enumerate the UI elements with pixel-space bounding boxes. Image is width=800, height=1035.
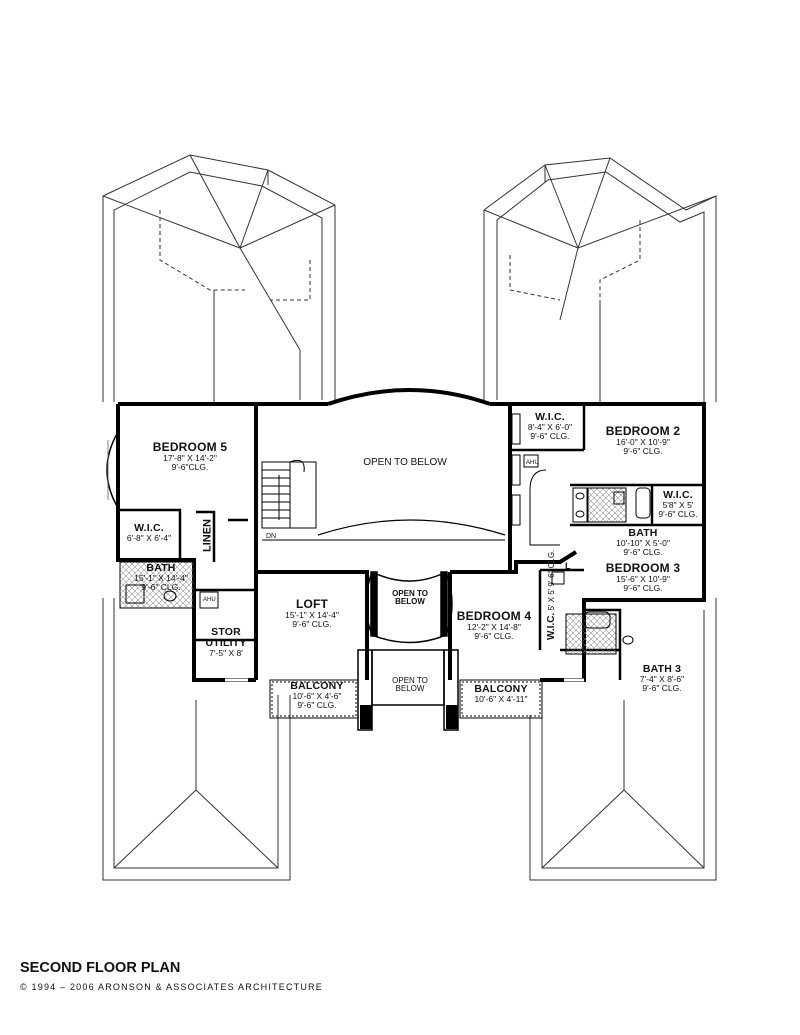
bedroom2-size: 16'-0" X 10'-9" <box>616 436 670 447</box>
bath3-size: 7'-4" X 8'-6" <box>639 674 685 685</box>
roof-left-bottom <box>102 598 291 881</box>
open2-line2: BELOW <box>395 597 425 607</box>
wic1-size: 6'-8" X 6'-4" <box>126 533 172 544</box>
open2-line1: OPEN TO <box>392 589 428 598</box>
wic3-clg: 9'-6" CLG. <box>658 508 698 519</box>
label-loft: LOFT 15'-1" X 14'-4" 9'-6" CLG. <box>270 598 354 628</box>
bath2-floor <box>587 487 627 523</box>
label-bath3: BATH 3 7'-4" X 8'-6" 9'-6" CLG. <box>626 663 698 693</box>
label-bedroom4: BEDROOM 4 12'-2" X 14'-8" 9'-6" CLG. <box>452 610 536 640</box>
label-wic4: W.I.C. 5' X 5' 9'-6" CLG. <box>546 550 557 640</box>
stair <box>261 459 317 529</box>
wic4-name: W.I.C. <box>546 612 557 640</box>
label-bedroom5: BEDROOM 5 17'-8" X 14'-2" 9'-6"CLG. <box>140 441 240 471</box>
bath1-size: 15'-1" X 14'-4" <box>134 573 188 584</box>
balconies <box>269 679 543 719</box>
l-mark: L <box>565 561 571 571</box>
ahu-mark-left: AHU <box>203 597 216 603</box>
label-open3: OPEN TO BELOW <box>378 676 442 694</box>
balcony1-name: BALCONY <box>290 680 344 692</box>
stair-down-mark: DN <box>266 533 277 540</box>
bath2-clg: 9'-6" CLG. <box>623 546 663 557</box>
bay-window <box>106 431 119 509</box>
loft-rail <box>317 519 506 536</box>
utility-name: UTILITY <box>205 637 247 650</box>
bedroom2-name: BEDROOM 2 <box>605 424 681 438</box>
balcony2-name: BALCONY <box>474 683 528 695</box>
wic2-size: 8'-4" X 6'-0" <box>527 422 573 433</box>
bath3-floor <box>565 613 617 655</box>
bath1-name: BATH <box>146 562 176 574</box>
wic3-name: W.I.C. <box>663 489 693 501</box>
label-wic2: W.I.C. 8'-4" X 6'-0" 9'-6" CLG. <box>518 411 582 441</box>
label-balcony2: BALCONY 10'-6" X 4'-11" <box>458 683 544 705</box>
loft-clg: 9'-6" CLG. <box>292 618 332 629</box>
bath1-clg: 9'-6" CLG. <box>141 581 181 592</box>
stor-name: STOR <box>211 626 241 638</box>
balcony2-size: 10'-6" X 4'-11" <box>474 694 528 705</box>
bedroom4-clg: 9'-6" CLG. <box>474 630 514 641</box>
bath3-name: BATH 3 <box>642 663 682 675</box>
ahu-mark-right: AHU <box>526 460 539 466</box>
label-open2: OPEN TO BELOW <box>378 589 442 607</box>
label-balcony1: BALCONY 10'-6" X 4'-6" 9'-6" CLG. <box>272 680 362 710</box>
label-bath1: BATH 15'-1" X 14'-4" 9'-6" CLG. <box>126 562 196 592</box>
bedroom4-name: BEDROOM 4 <box>456 609 532 623</box>
wic1-name: W.I.C. <box>134 522 164 534</box>
bedroom4-size: 12'-2" X 14'-8" <box>467 621 521 632</box>
bedroom3-clg: 9'-6" CLG. <box>623 582 663 593</box>
label-bath2: BATH 10'-10" X 5'-0" 9'-6" CLG. <box>598 527 688 557</box>
bath3-clg: 9'-6" CLG. <box>642 682 682 693</box>
plan-caption: SECOND FLOOR PLAN <box>20 960 181 976</box>
label-bedroom2: BEDROOM 2 16'-0" X 10'-9" 9'-6" CLG. <box>598 425 688 455</box>
label-wic1: W.I.C. 6'-8" X 6'-4" <box>118 522 180 544</box>
wic2-name: W.I.C. <box>535 411 565 423</box>
copyright-notice: © 1994 – 2006 ARONSON & ASSOCIATES ARCHI… <box>20 982 323 992</box>
bath2-name: BATH <box>628 527 658 539</box>
window-marks <box>150 674 584 682</box>
wic4-clg: 9'-6" CLG. <box>547 549 556 587</box>
roof-right-bottom <box>529 598 717 881</box>
balcony1-clg: 9'-6" CLG. <box>297 699 337 710</box>
bedroom2-clg: 9'-6" CLG. <box>623 445 663 456</box>
label-linen: LINEN <box>201 519 214 552</box>
rotunda <box>365 571 453 644</box>
roof-right-top <box>483 157 717 402</box>
interior-walls <box>118 404 704 680</box>
bedroom5-clg: 9'-6"CLG. <box>171 461 209 472</box>
open3-line1: OPEN TO <box>392 676 428 685</box>
wic3-size: 5'8" X 5' <box>662 500 694 511</box>
wic4-size: 5' X 5' <box>547 588 556 611</box>
loft-size: 15'-1" X 14'-4" <box>285 609 339 620</box>
label-bedroom3: BEDROOM 3 15'-6" X 10'-9" 9'-6" CLG. <box>598 562 688 592</box>
loft-name: LOFT <box>295 597 329 611</box>
open3-line2: BELOW <box>395 684 425 694</box>
bedroom3-size: 15'-6" X 10'-9" <box>616 573 670 584</box>
bedroom5-name: BEDROOM 5 <box>152 440 228 454</box>
fixtures <box>125 454 651 645</box>
balcony1-size: 10'-6" X 4'-6" <box>292 691 342 702</box>
label-wic3: W.I.C. 5'8" X 5' 9'-6" CLG. <box>653 489 703 519</box>
bedroom5-size: 17'-8" X 14'-2" <box>163 452 217 463</box>
bath2-size: 10'-10" X 5'-0" <box>616 538 670 549</box>
roof-left-top <box>102 154 336 402</box>
stor-size: 7'-5" X 8' <box>209 648 243 659</box>
bedroom3-name: BEDROOM 3 <box>605 561 681 575</box>
wic2-clg: 9'-6" CLG. <box>530 430 570 441</box>
label-open1: OPEN TO BELOW <box>363 457 447 468</box>
label-stor-utility: STOR UTILITY 7'-5" X 8' <box>198 626 254 659</box>
